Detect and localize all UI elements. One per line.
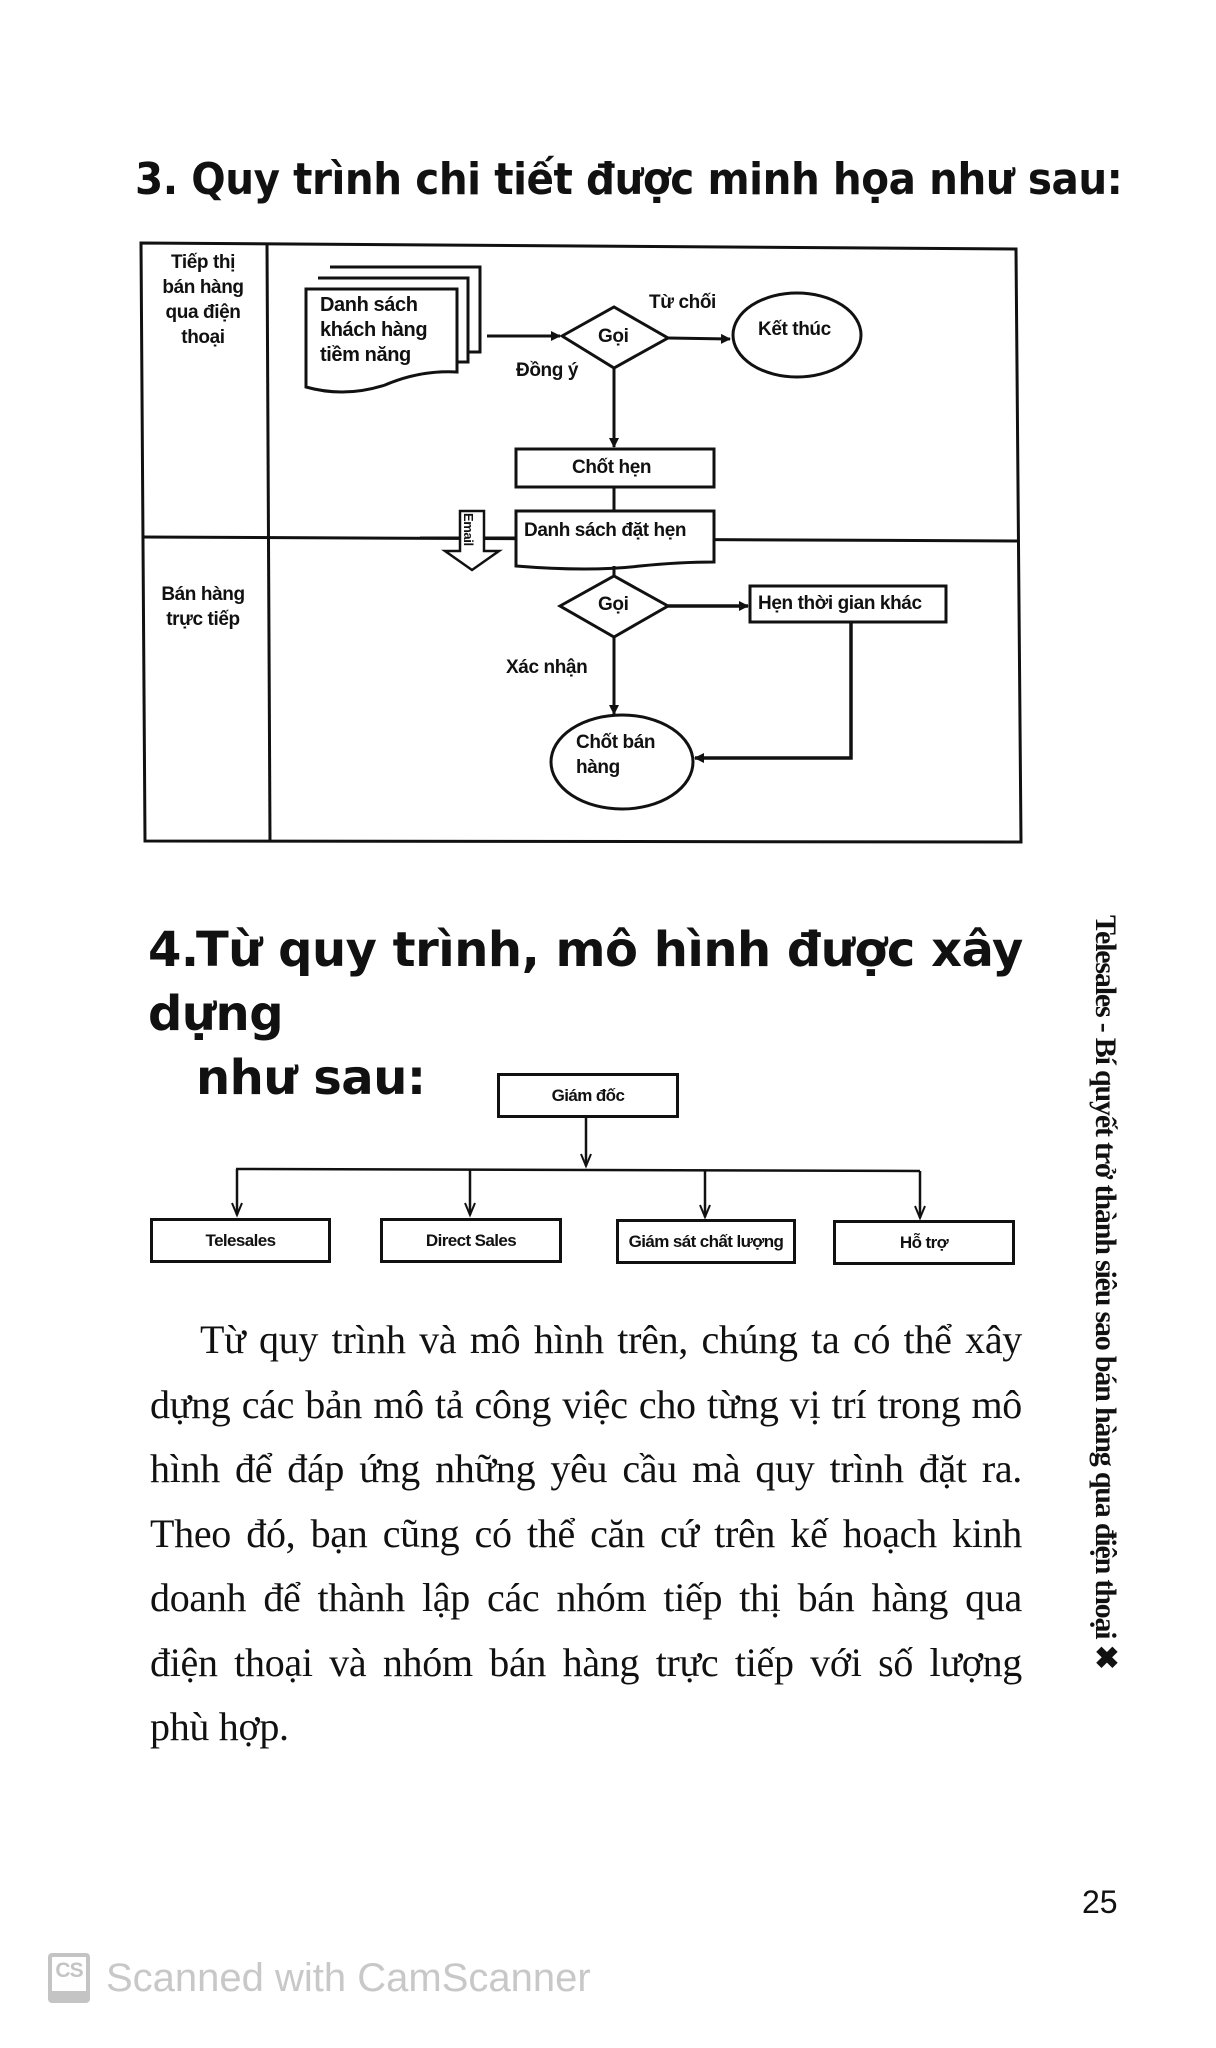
node-call-2: Gọi (598, 594, 629, 615)
ornament-icon: ✖ (1089, 1644, 1122, 1669)
org-node-direct-sales: Direct Sales (380, 1218, 562, 1263)
node-end: Kết thúc (758, 319, 831, 340)
node-close-sale: Chốt bán hàng (576, 730, 656, 780)
node-label-line: khách hàng (320, 319, 428, 341)
node-label-line: tiềm năng (320, 344, 411, 366)
node-reschedule: Hẹn thời gian khác (758, 593, 922, 614)
process-flowchart: Tiếp thị bán hàng qua điện thoại Bán hàn… (0, 0, 1216, 900)
lane-label-line: Tiếp thị (170, 252, 235, 273)
lane-label-direct-sales: Bán hàng trực tiếp (148, 582, 258, 632)
lane-label-line: bán hàng (162, 277, 244, 298)
lane-label-telemarketing: Tiếp thị bán hàng qua điện thoại (148, 250, 258, 350)
lane-label-line: trực tiếp (166, 609, 240, 630)
running-header: Telesales - Bí quyết trở thành siêu sao … (1078, 915, 1128, 1895)
section-4-heading-line1: Từ quy trình, mô hình được xây dựng (148, 922, 1023, 1042)
node-call-1: Gọi (598, 326, 629, 347)
body-paragraph: Từ quy trình và mô hình trên, chúng ta c… (150, 1308, 1022, 1760)
lane-label-line: qua điện (165, 302, 241, 323)
node-label-line: Danh sách (320, 294, 418, 316)
running-header-text-wrap: Telesales - Bí quyết trở thành siêu sao … (1082, 915, 1128, 1669)
lane-label-line: Bán hàng (161, 584, 245, 605)
camscanner-logo-icon: CS (48, 1953, 90, 2003)
page-number: 25 (1082, 1884, 1118, 1920)
node-label-line: Chốt bán (576, 732, 656, 753)
watermark-text: Scanned with CamScanner (106, 1955, 591, 2000)
org-node-support: Hỗ trợ (833, 1220, 1015, 1265)
edge-label-reject: Từ chối (649, 292, 716, 313)
section-4-heading: 4.Từ quy trình, mô hình được xây dựng nh… (148, 918, 1048, 1110)
camscanner-logo-text: CS (55, 1959, 83, 1982)
section-3-heading: 3. Quy trình chi tiết được minh họa như … (135, 154, 1123, 205)
lane-label-line: thoại (181, 327, 225, 348)
edge-label-confirm: Xác nhận (506, 657, 588, 678)
section-4-number: 4. (148, 922, 199, 978)
edge-label-email: Email (461, 513, 476, 546)
org-node-telesales: Telesales (150, 1218, 331, 1263)
camscanner-watermark: CS Scanned with CamScanner (48, 1948, 591, 2008)
edge-label-agree: Đồng ý (516, 360, 578, 381)
running-header-text: Telesales - Bí quyết trở thành siêu sao … (1089, 915, 1122, 1639)
node-label-line: hàng (576, 757, 620, 778)
node-prospect-list: Danh sách khách hàng tiềm năng (320, 293, 428, 368)
org-node-quality-control: Giám sát chất lượng (616, 1219, 796, 1264)
node-appointment-list: Danh sách đặt hẹn (524, 520, 687, 541)
body-paragraph-text: Từ quy trình và mô hình trên, chúng ta c… (150, 1317, 1022, 1749)
section-4-heading-line2: như sau: (196, 1050, 426, 1106)
node-book-appointment: Chốt hẹn (572, 457, 652, 478)
